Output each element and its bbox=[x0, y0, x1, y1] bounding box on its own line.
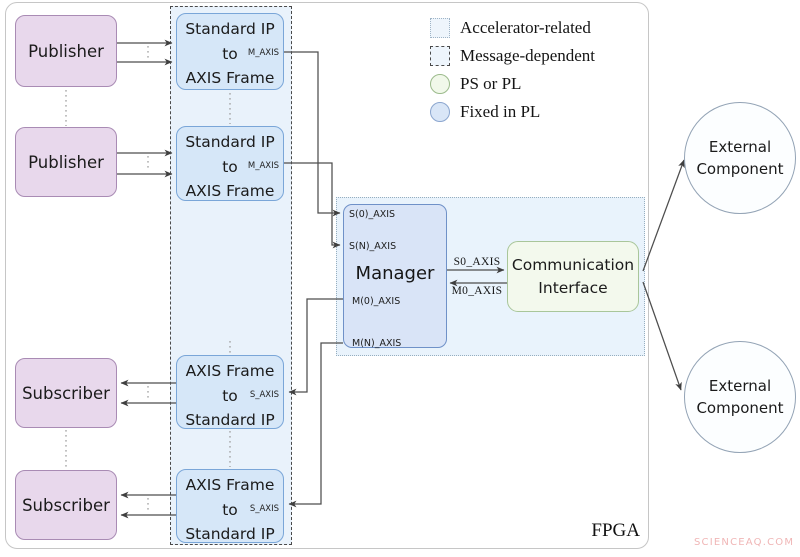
message-dependent-region bbox=[170, 6, 292, 545]
s-axis-port-label: S_AXIS bbox=[249, 504, 279, 514]
stdip-to-axis-box-1: Standard IP to AXIS Frame M_AXIS bbox=[176, 13, 284, 90]
axis-to-stdip-box-2: AXIS Frame to Standard IP S_AXIS bbox=[176, 469, 284, 543]
box-line-1: Standard IP bbox=[185, 133, 275, 151]
subscriber-label: Subscriber bbox=[22, 383, 110, 403]
external-component-node-1: External Component bbox=[684, 102, 796, 214]
manager-port-sn: S(N)_AXIS bbox=[349, 241, 397, 252]
box-line-3: AXIS Frame bbox=[185, 182, 275, 200]
box-line-2: to bbox=[222, 500, 238, 519]
legend-item-ps-or-pl: PS or PL bbox=[430, 72, 521, 96]
fpga-label: FPGA bbox=[591, 520, 640, 541]
s-axis-port-label: S_AXIS bbox=[249, 390, 279, 400]
manager-node: S(0)_AXIS S(N)_AXIS Manager M(0)_AXIS M(… bbox=[343, 204, 447, 349]
m-axis-port-label: M_AXIS bbox=[247, 161, 279, 171]
watermark: SCIENCEAQ.COM bbox=[694, 537, 795, 548]
legend-label: Fixed in PL bbox=[460, 102, 541, 121]
box-line-3: AXIS Frame bbox=[185, 69, 275, 87]
legend-item-accelerator: Accelerator-related bbox=[430, 16, 591, 40]
subscriber-label: Subscriber bbox=[22, 495, 110, 515]
external-component-node-2: External Component bbox=[684, 341, 796, 453]
m0-axis-bus-label: M0_AXIS bbox=[451, 285, 503, 297]
communication-interface-node: Communication Interface bbox=[507, 241, 639, 312]
manager-port-m0: M(0)_AXIS bbox=[352, 296, 401, 307]
green-circle-swatch-icon bbox=[430, 74, 450, 94]
comm-line-2: Interface bbox=[538, 278, 608, 297]
subscriber-node-2: Subscriber bbox=[15, 470, 117, 540]
legend-label: Accelerator-related bbox=[460, 18, 591, 37]
s0-axis-bus-label: S0_AXIS bbox=[453, 256, 501, 268]
legend-label: Message-dependent bbox=[460, 46, 596, 65]
legend-label: PS or PL bbox=[460, 74, 522, 93]
stdip-to-axis-box-2: Standard IP to AXIS Frame M_AXIS bbox=[176, 126, 284, 201]
publisher-label: Publisher bbox=[28, 41, 104, 61]
publisher-label: Publisher bbox=[28, 152, 104, 172]
box-line-3: Standard IP bbox=[185, 411, 275, 429]
external-line-1: External bbox=[708, 138, 772, 156]
blue-circle-swatch-icon bbox=[430, 102, 450, 122]
manager-port-mn: M(N)_AXIS bbox=[352, 338, 402, 349]
m-axis-port-label: M_AXIS bbox=[247, 48, 279, 58]
box-line-1: AXIS Frame bbox=[185, 362, 275, 380]
manager-title: Manager bbox=[355, 263, 435, 284]
dotted-square-swatch-icon bbox=[430, 18, 450, 38]
legend-item-message: Message-dependent bbox=[430, 44, 595, 68]
box-line-1: AXIS Frame bbox=[185, 476, 275, 494]
publisher-node-1: Publisher bbox=[15, 15, 117, 87]
axis-to-stdip-box-1: AXIS Frame to Standard IP S_AXIS bbox=[176, 355, 284, 429]
box-line-2: to bbox=[222, 386, 238, 405]
subscriber-node-1: Subscriber bbox=[15, 358, 117, 428]
wire-to-external-1 bbox=[642, 159, 685, 272]
external-line-2: Component bbox=[696, 160, 784, 178]
box-line-3: Standard IP bbox=[185, 525, 275, 543]
dashed-square-swatch-icon bbox=[430, 46, 450, 66]
box-line-2: to bbox=[222, 44, 238, 63]
publisher-node-2: Publisher bbox=[15, 127, 117, 197]
manager-port-s0: S(0)_AXIS bbox=[349, 209, 396, 220]
comm-line-1: Communication bbox=[511, 255, 635, 274]
box-line-1: Standard IP bbox=[185, 20, 275, 38]
legend-item-fixed-in-pl: Fixed in PL bbox=[430, 100, 540, 124]
box-line-2: to bbox=[222, 157, 238, 176]
external-line-2: Component bbox=[696, 399, 784, 417]
external-line-1: External bbox=[708, 377, 772, 395]
